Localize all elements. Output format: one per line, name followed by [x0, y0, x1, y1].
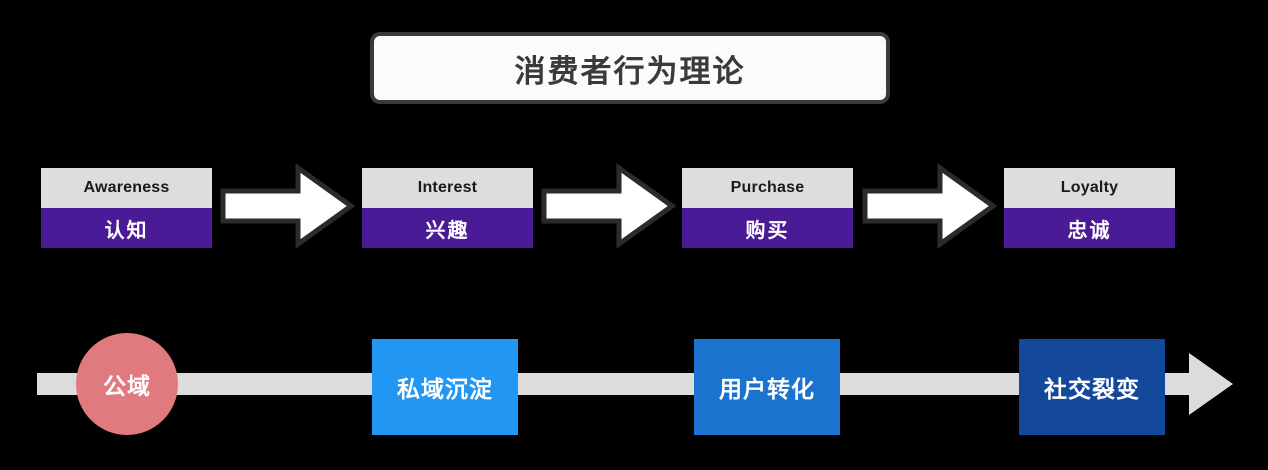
- funnel-node-social-fission: 社交裂变: [1019, 339, 1165, 435]
- stage-card-loyalty: Loyalty 忠诚: [1004, 168, 1175, 248]
- stage-card-awareness: Awareness 认知: [41, 168, 212, 248]
- funnel-node-private-domain: 私域沉淀: [372, 339, 518, 435]
- stage-label-cn: 购买: [682, 208, 853, 248]
- funnel-node-label: 私域沉淀: [397, 376, 493, 402]
- funnel-node-public-domain: 公域: [76, 333, 178, 435]
- funnel-node-label: 社交裂变: [1044, 376, 1140, 402]
- stage-label-cn: 忠诚: [1004, 208, 1175, 248]
- stage-label-cn: 兴趣: [362, 208, 533, 248]
- stage-label-en: Awareness: [41, 168, 212, 208]
- stage-label-en: Loyalty: [1004, 168, 1175, 208]
- stage-connector-3: [862, 162, 998, 250]
- right-arrow-icon: [541, 163, 677, 249]
- stage-card-interest: Interest 兴趣: [362, 168, 533, 248]
- stage-label-en: Interest: [362, 168, 533, 208]
- right-arrow-icon: [862, 163, 998, 249]
- funnel-node-label: 公域: [103, 373, 151, 399]
- funnel-node-label: 用户转化: [719, 376, 815, 402]
- stage-card-purchase: Purchase 购买: [682, 168, 853, 248]
- page-title: 消费者行为理论: [514, 53, 746, 89]
- right-arrow-icon: [220, 163, 356, 249]
- stage-label-cn: 认知: [41, 208, 212, 248]
- stage-label-en: Purchase: [682, 168, 853, 208]
- diagram-title-box: 消费者行为理论: [370, 32, 890, 104]
- right-arrow-icon: [37, 353, 1233, 415]
- funnel-node-user-conversion: 用户转化: [694, 339, 840, 435]
- stage-connector-2: [541, 162, 677, 250]
- funnel-timeline-bar: [37, 353, 1233, 415]
- stage-connector-1: [220, 162, 356, 250]
